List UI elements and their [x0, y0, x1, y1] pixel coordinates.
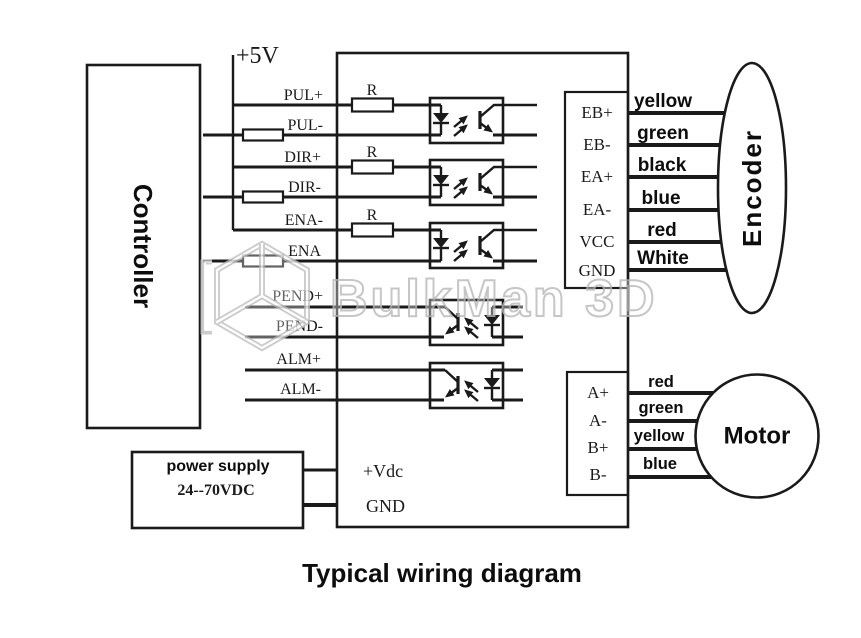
- resistor-r1: [350, 97, 395, 113]
- encoder-label: Encoder: [737, 129, 767, 247]
- terminal-gnd: GND: [579, 261, 616, 280]
- optocoupler-alm: [428, 361, 523, 410]
- driver-box: [335, 51, 630, 529]
- signal-label-pul-minus: PUL-: [287, 117, 323, 134]
- encoder-wire-label-yellow: yellow: [634, 91, 692, 112]
- resistor-label-3: R: [367, 207, 378, 224]
- diagram-title: Typical wiring diagram: [302, 558, 582, 588]
- terminal-a-minus: A-: [589, 411, 607, 430]
- motor-wire-label-red: red: [648, 373, 674, 391]
- resistor-label-2: R: [367, 144, 378, 161]
- resistor-r3: [350, 222, 395, 238]
- motor-circle: [694, 373, 820, 499]
- resistor-r2: [350, 159, 395, 175]
- optocoupler-dir: [428, 158, 537, 207]
- resistor-dir-minus: [241, 190, 285, 204]
- resistor-label-1: R: [367, 82, 378, 99]
- encoder-terminal-block: [563, 90, 630, 290]
- encoder-wire-label-red: red: [647, 220, 677, 241]
- power-supply-box: [130, 450, 305, 530]
- signal-label-ena-minus: ENA-: [285, 212, 323, 229]
- watermark: BulkMan 3D: [200, 240, 658, 352]
- labelled-resistors: [350, 97, 395, 238]
- terminal-vcc: VCC: [580, 232, 615, 251]
- driver-vdc-label: +Vdc: [363, 461, 403, 481]
- plus5v-label: +5V: [236, 43, 280, 69]
- terminal-b-plus: B+: [588, 438, 609, 457]
- power-supply-wires: [303, 468, 337, 507]
- encoder-wire-label-green: green: [637, 123, 689, 144]
- terminal-eb-plus: EB+: [581, 103, 612, 122]
- controller-label: Controller: [128, 184, 158, 308]
- terminal-ea-minus: EA-: [583, 200, 612, 219]
- encoder-ellipse: [716, 61, 788, 315]
- motor-terminal-block: [565, 370, 630, 497]
- watermark-text: BulkMan 3D: [330, 270, 658, 328]
- controller-box: [85, 63, 202, 430]
- optocoupler-ena: [428, 221, 537, 270]
- resistor-pul-minus: [241, 128, 285, 142]
- terminal-b-minus: B-: [590, 465, 607, 484]
- optocoupler-pul: [428, 96, 537, 145]
- watermark-cube-logo: [200, 240, 310, 352]
- signal-lines: [203, 103, 445, 402]
- power-supply-label: power supply: [166, 458, 269, 475]
- terminal-ea-plus: EA+: [581, 167, 613, 186]
- signal-label-pend-plus: PEND+: [272, 288, 323, 305]
- signal-label-dir-plus: DIR+: [284, 149, 321, 166]
- optocoupler-pend: [428, 298, 523, 347]
- encoder-wire-label-white: White: [637, 248, 689, 269]
- driver-gnd-label: GND: [366, 496, 405, 516]
- signal-label-alm-plus: ALM+: [276, 351, 321, 368]
- motor-label: Motor: [724, 423, 791, 450]
- power-supply-voltage: 24--70VDC: [177, 482, 254, 499]
- signal-label-alm-minus: ALM-: [280, 381, 321, 398]
- encoder-wire-label-black: black: [638, 155, 687, 176]
- signal-label-pul-plus: PUL+: [284, 87, 323, 104]
- terminal-a-plus: A+: [587, 383, 609, 402]
- encoder-wire-label-blue: blue: [641, 188, 680, 209]
- motor-wire-label-blue: blue: [643, 455, 677, 473]
- signal-label-ena: ENA: [288, 243, 321, 260]
- motor-wire-label-yellow: yellow: [634, 427, 685, 445]
- terminal-eb-minus: EB-: [583, 135, 611, 154]
- motor-wire-label-green: green: [639, 399, 684, 417]
- signal-label-dir-minus: DIR-: [288, 179, 321, 196]
